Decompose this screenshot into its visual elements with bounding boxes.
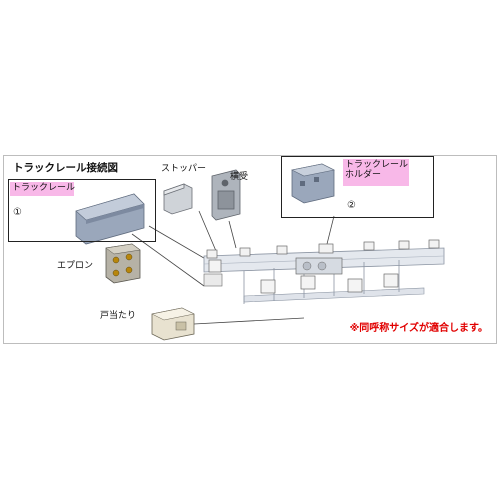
apron-image	[105, 243, 141, 284]
stopper-leader-line	[198, 210, 217, 252]
stopper-image	[163, 183, 193, 215]
apron-leader-line	[131, 233, 205, 287]
bracket-image	[211, 169, 241, 221]
track-rail-holder-number: ②	[347, 200, 356, 211]
track-rail-assembly	[203, 239, 445, 304]
bracket-leader-line	[228, 220, 237, 249]
doorstop-leader-line	[193, 317, 305, 325]
compatibility-note: ※同呼称サイズが適合します。	[349, 323, 488, 334]
rail-leader-line	[148, 225, 210, 262]
stopper-label: ストッパー	[161, 164, 207, 174]
track-rail-image	[75, 193, 145, 245]
track-rail-holder-callout-box	[281, 156, 434, 218]
track-rail-callout-box	[8, 179, 156, 242]
track-rail-connection-diagram: トラックレール接続図 トラックレール ① トラックレール ホルダー ② ストッパ…	[3, 155, 497, 344]
doorstop-image	[151, 307, 195, 341]
track-rail-number: ①	[13, 207, 22, 218]
apron-label: エプロン	[57, 261, 94, 271]
track-rail-holder-label-line1: トラックレール	[345, 160, 409, 170]
doorstop-label: 戸当たり	[100, 311, 137, 321]
diagram-title: トラックレール接続図	[13, 162, 118, 174]
track-rail-holder-label-line2: ホルダー	[345, 170, 382, 181]
diagram-artwork	[75, 163, 445, 341]
track-rail-label: トラックレール	[10, 182, 75, 196]
track-rail-holder-image	[291, 163, 335, 204]
holder-leader-line	[325, 215, 335, 249]
track-rail-holder-label: トラックレール ホルダー	[343, 159, 409, 186]
bracket-label: 横受	[230, 172, 249, 182]
